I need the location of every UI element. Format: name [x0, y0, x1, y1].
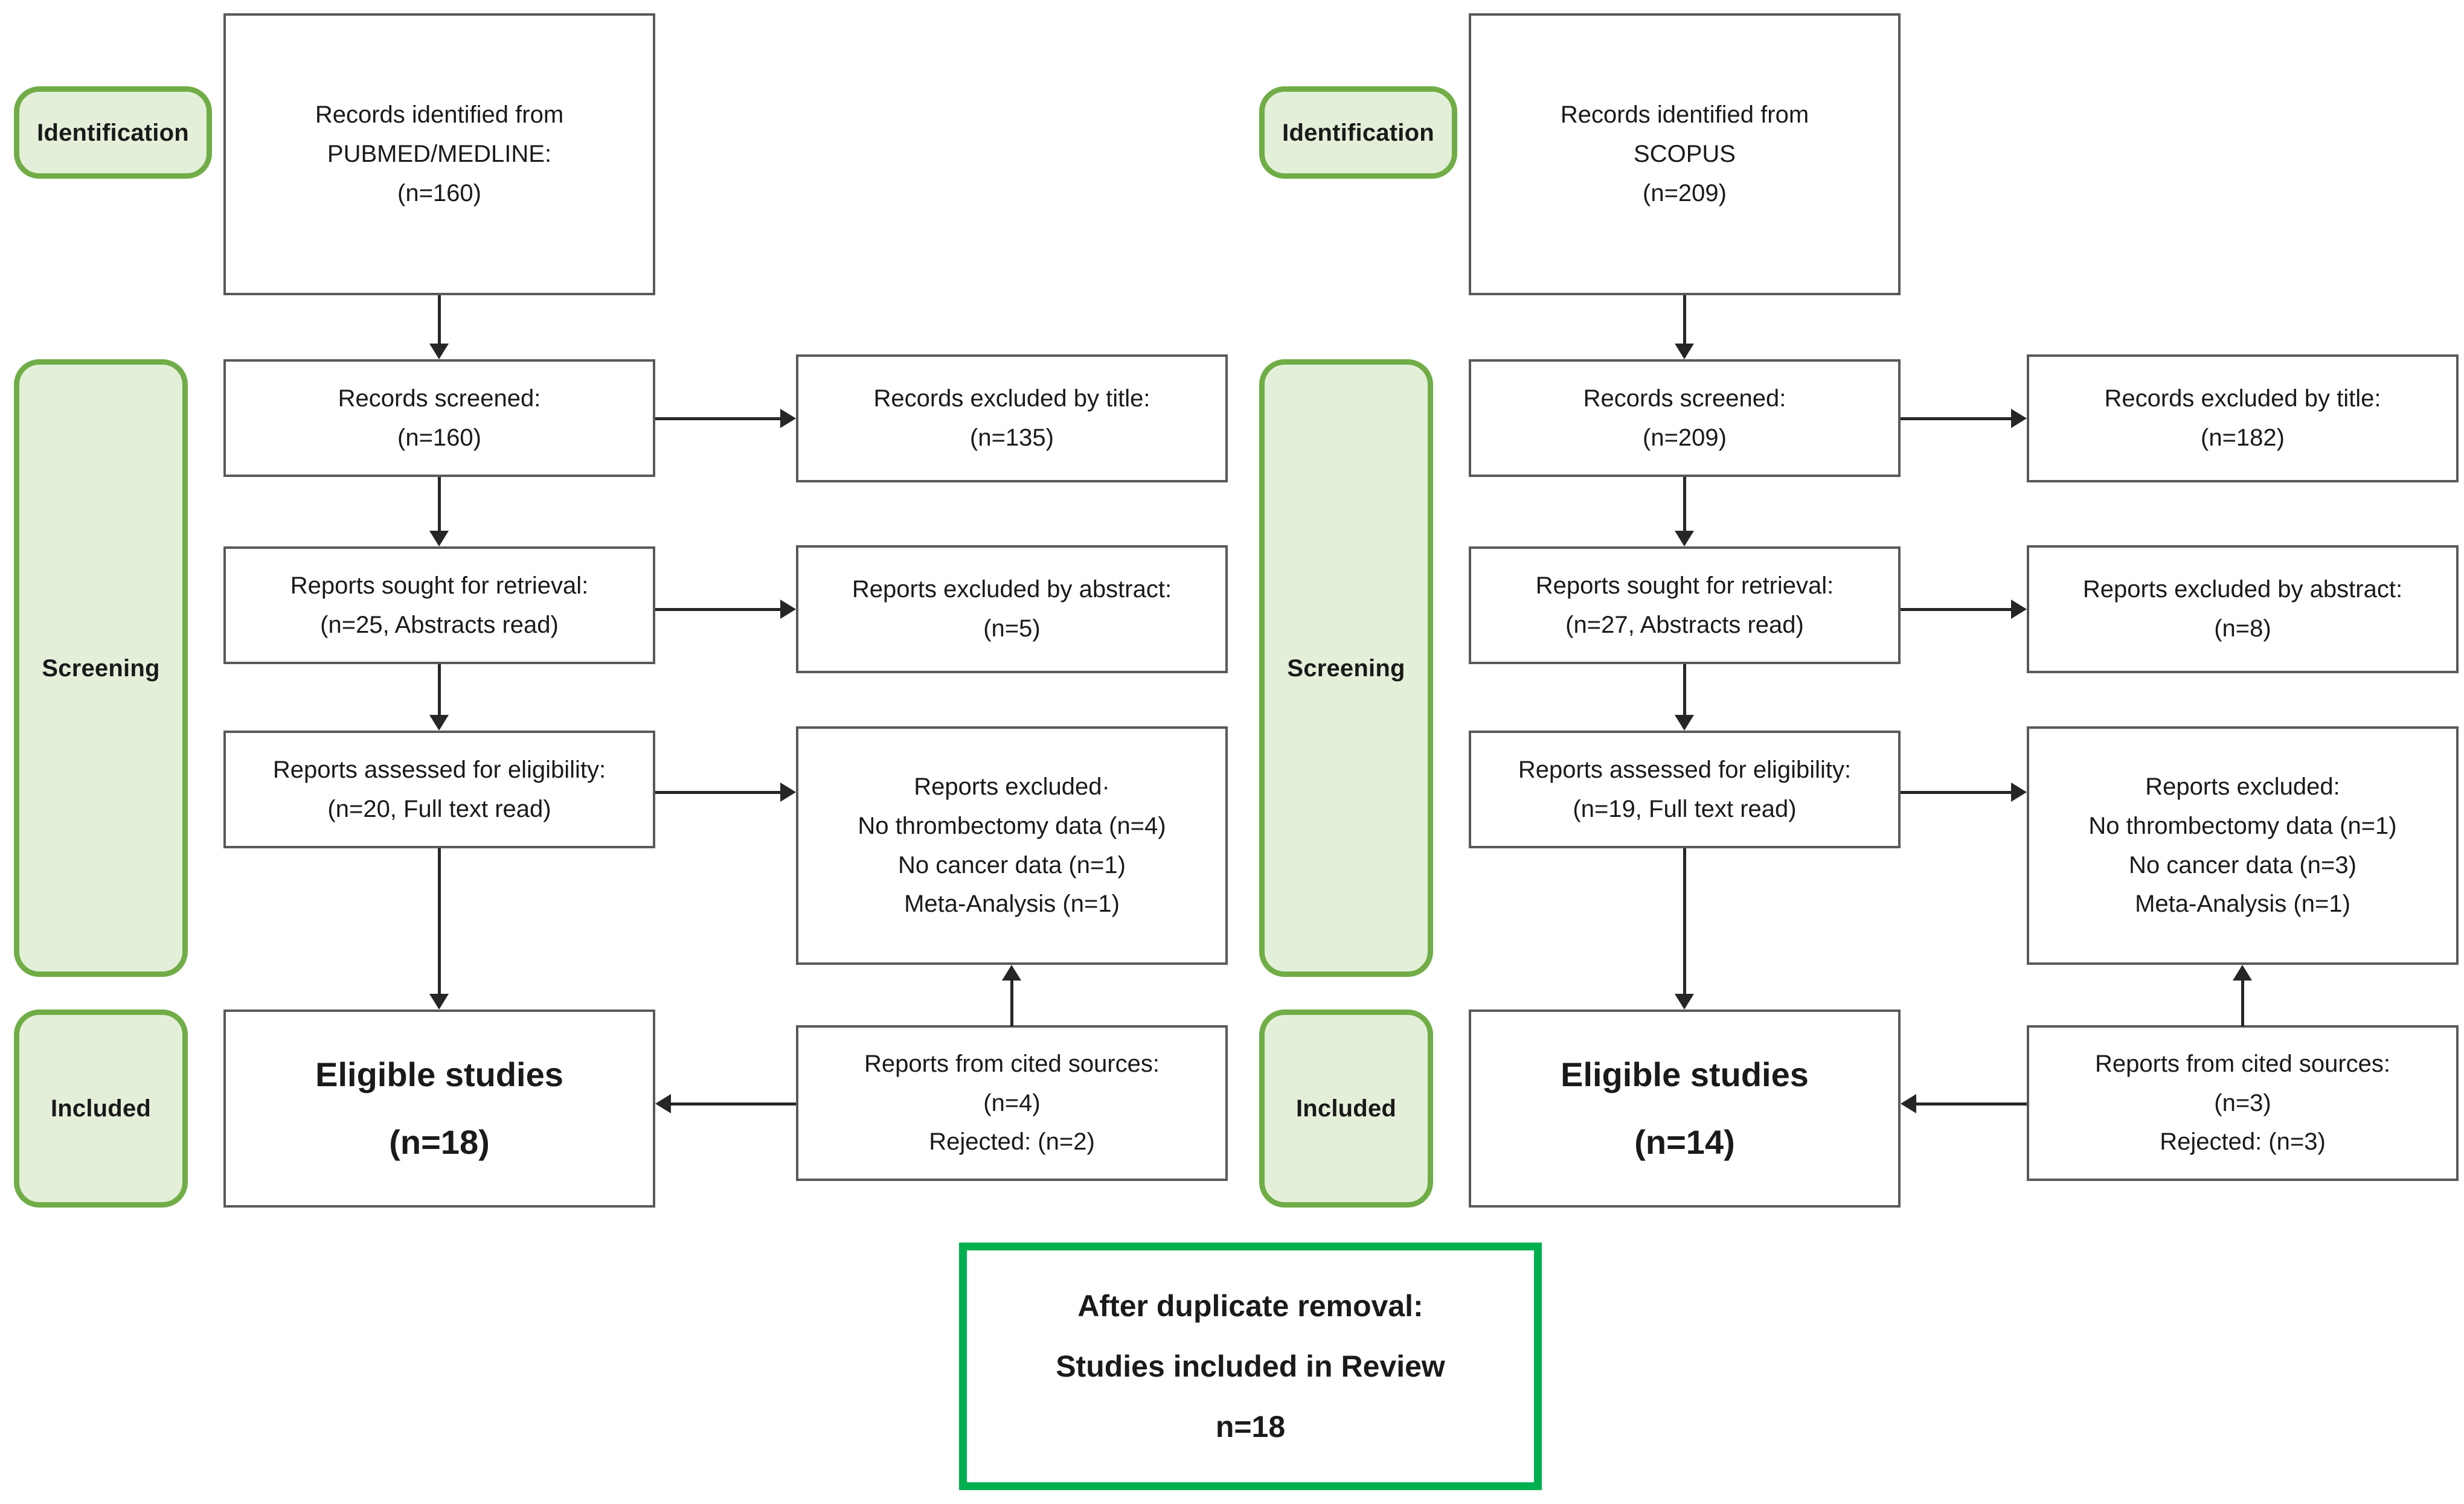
connector-identified-to-screened-right — [1683, 295, 1686, 344]
stage-label-included-left: Included — [50, 1095, 152, 1122]
node-records-screened-left: Records screened: (n=160) — [223, 359, 655, 477]
node-text-cited-sources-right: Reports from cited sources: (n=3) Reject… — [2094, 1050, 2391, 1156]
node-records-identified-right: Records identified from SCOPUS (n=209) — [1469, 13, 1901, 295]
arrowhead-sought-to-assessed-left — [429, 715, 449, 731]
stage-pill-identification-left: Identification — [14, 86, 212, 179]
node-reports-excluded-abstract-right: Reports excluded by abstract: (n=8) — [2027, 545, 2459, 673]
stage-label-included-right: Included — [1295, 1095, 1397, 1122]
node-text-reports-sought-left: Reports sought for retrieval: (n=25, Abs… — [290, 572, 589, 638]
arrowhead-cited-to-eligible-right — [1901, 1094, 1916, 1113]
stage-pill-screening-left: Screening — [14, 359, 188, 977]
node-reports-assessed-left: Reports assessed for eligibility: (n=20,… — [223, 731, 655, 848]
connector-sought-to-excluded-abstract-right — [1901, 608, 2011, 611]
node-text-reports-excluded-right: Reports excluded: No thrombectomy data (… — [2088, 773, 2397, 918]
connector-cited-to-eligible-left — [671, 1102, 796, 1106]
node-text-reports-sought-right: Reports sought for retrieval: (n=27, Abs… — [1535, 572, 1834, 638]
node-text-reports-excluded-abstract-left: Reports excluded by abstract: (n=5) — [852, 576, 1172, 642]
node-reports-excluded-right: Reports excluded: No thrombectomy data (… — [2027, 726, 2459, 965]
node-reports-excluded-left: Reports excluded· No thrombectomy data (… — [796, 726, 1228, 965]
arrowhead-screened-to-sought-right — [1675, 531, 1694, 546]
node-records-screened-right: Records screened: (n=209) — [1469, 359, 1901, 477]
arrowhead-cited-to-eligible-left — [655, 1094, 671, 1113]
connector-sought-to-assessed-left — [438, 664, 441, 715]
arrowhead-cited-to-excluded-right — [2233, 965, 2252, 981]
arrowhead-identified-to-screened-right — [1675, 344, 1694, 359]
node-text-cited-sources-left: Reports from cited sources: (n=4) Reject… — [864, 1050, 1160, 1156]
arrowhead-assessed-to-eligible-right — [1675, 994, 1694, 1010]
connector-screened-to-excluded-title-left — [655, 417, 780, 420]
arrowhead-cited-to-excluded-left — [1002, 965, 1021, 981]
node-final-summary: After duplicate removal: Studies include… — [959, 1243, 1542, 1490]
connector-identified-to-screened-left — [438, 295, 441, 344]
arrowhead-assessed-to-excluded-left — [780, 782, 796, 802]
arrowhead-assessed-to-eligible-left — [429, 994, 449, 1010]
connector-cited-to-eligible-right — [1916, 1102, 2027, 1106]
node-text-reports-assessed-left: Reports assessed for eligibility: (n=20,… — [272, 756, 606, 822]
node-eligible-studies-left: Eligible studies (n=18) — [223, 1010, 655, 1208]
node-reports-sought-right: Reports sought for retrieval: (n=27, Abs… — [1469, 546, 1901, 664]
arrowhead-sought-to-assessed-right — [1675, 715, 1694, 731]
arrowhead-screened-to-excluded-title-left — [780, 409, 796, 428]
connector-screened-to-excluded-title-right — [1901, 417, 2011, 420]
node-text-reports-excluded-abstract-right: Reports excluded by abstract: (n=8) — [2082, 576, 2403, 642]
node-text-eligible-studies-left: Eligible studies (n=18) — [315, 1055, 563, 1161]
connector-cited-to-excluded-right — [2241, 981, 2244, 1026]
connector-assessed-to-eligible-left — [438, 848, 441, 994]
node-reports-sought-left: Reports sought for retrieval: (n=25, Abs… — [223, 546, 655, 664]
node-text-reports-assessed-right: Reports assessed for eligibility: (n=19,… — [1518, 756, 1852, 822]
stage-pill-included-right: Included — [1259, 1010, 1433, 1208]
node-records-identified-left: Records identified from PUBMED/MEDLINE: … — [223, 13, 655, 295]
node-text-eligible-studies-right: Eligible studies (n=14) — [1561, 1055, 1809, 1161]
arrowhead-sought-to-excluded-abstract-right — [2011, 600, 2027, 619]
connector-assessed-to-excluded-left — [655, 791, 780, 794]
node-text-reports-excluded-left: Reports excluded· No thrombectomy data (… — [858, 773, 1166, 918]
arrowhead-screened-to-sought-left — [429, 531, 449, 546]
connector-screened-to-sought-right — [1683, 477, 1686, 531]
node-records-excluded-title-left: Records excluded by title: (n=135) — [796, 354, 1228, 482]
connector-screened-to-sought-left — [438, 477, 441, 531]
stage-pill-screening-right: Screening — [1259, 359, 1433, 977]
stage-label-screening-left: Screening — [42, 654, 160, 682]
arrowhead-assessed-to-excluded-right — [2011, 782, 2027, 802]
node-text-records-identified-right: Records identified from SCOPUS (n=209) — [1560, 101, 1809, 206]
node-eligible-studies-right: Eligible studies (n=14) — [1469, 1010, 1901, 1208]
node-reports-excluded-abstract-left: Reports excluded by abstract: (n=5) — [796, 545, 1228, 673]
node-text-records-excluded-title-right: Records excluded by title: (n=182) — [2104, 385, 2381, 451]
arrowhead-screened-to-excluded-title-right — [2011, 409, 2027, 428]
connector-sought-to-excluded-abstract-left — [655, 608, 780, 611]
connector-cited-to-excluded-left — [1010, 981, 1013, 1026]
connector-assessed-to-excluded-right — [1901, 791, 2011, 794]
arrowhead-sought-to-excluded-abstract-left — [780, 600, 796, 619]
stage-pill-identification-right: Identification — [1259, 86, 1457, 179]
node-reports-assessed-right: Reports assessed for eligibility: (n=19,… — [1469, 731, 1901, 848]
node-text-final-summary: After duplicate removal: Studies include… — [1056, 1289, 1445, 1444]
node-text-records-identified-left: Records identified from PUBMED/MEDLINE: … — [315, 101, 564, 206]
node-text-records-screened-right: Records screened: (n=209) — [1583, 385, 1786, 451]
connector-sought-to-assessed-right — [1683, 664, 1686, 715]
stage-label-screening-right: Screening — [1287, 654, 1405, 682]
node-text-records-screened-left: Records screened: (n=160) — [338, 385, 541, 451]
node-text-records-excluded-title-left: Records excluded by title: (n=135) — [873, 385, 1150, 451]
node-cited-sources-left: Reports from cited sources: (n=4) Reject… — [796, 1025, 1228, 1181]
node-records-excluded-title-right: Records excluded by title: (n=182) — [2027, 354, 2459, 482]
node-cited-sources-right: Reports from cited sources: (n=3) Reject… — [2027, 1025, 2459, 1181]
stage-label-identification-left: Identification — [37, 119, 189, 146]
stage-label-identification-right: Identification — [1282, 119, 1434, 146]
stage-pill-included-left: Included — [14, 1010, 188, 1208]
connector-assessed-to-eligible-right — [1683, 848, 1686, 994]
arrowhead-identified-to-screened-left — [429, 344, 449, 359]
